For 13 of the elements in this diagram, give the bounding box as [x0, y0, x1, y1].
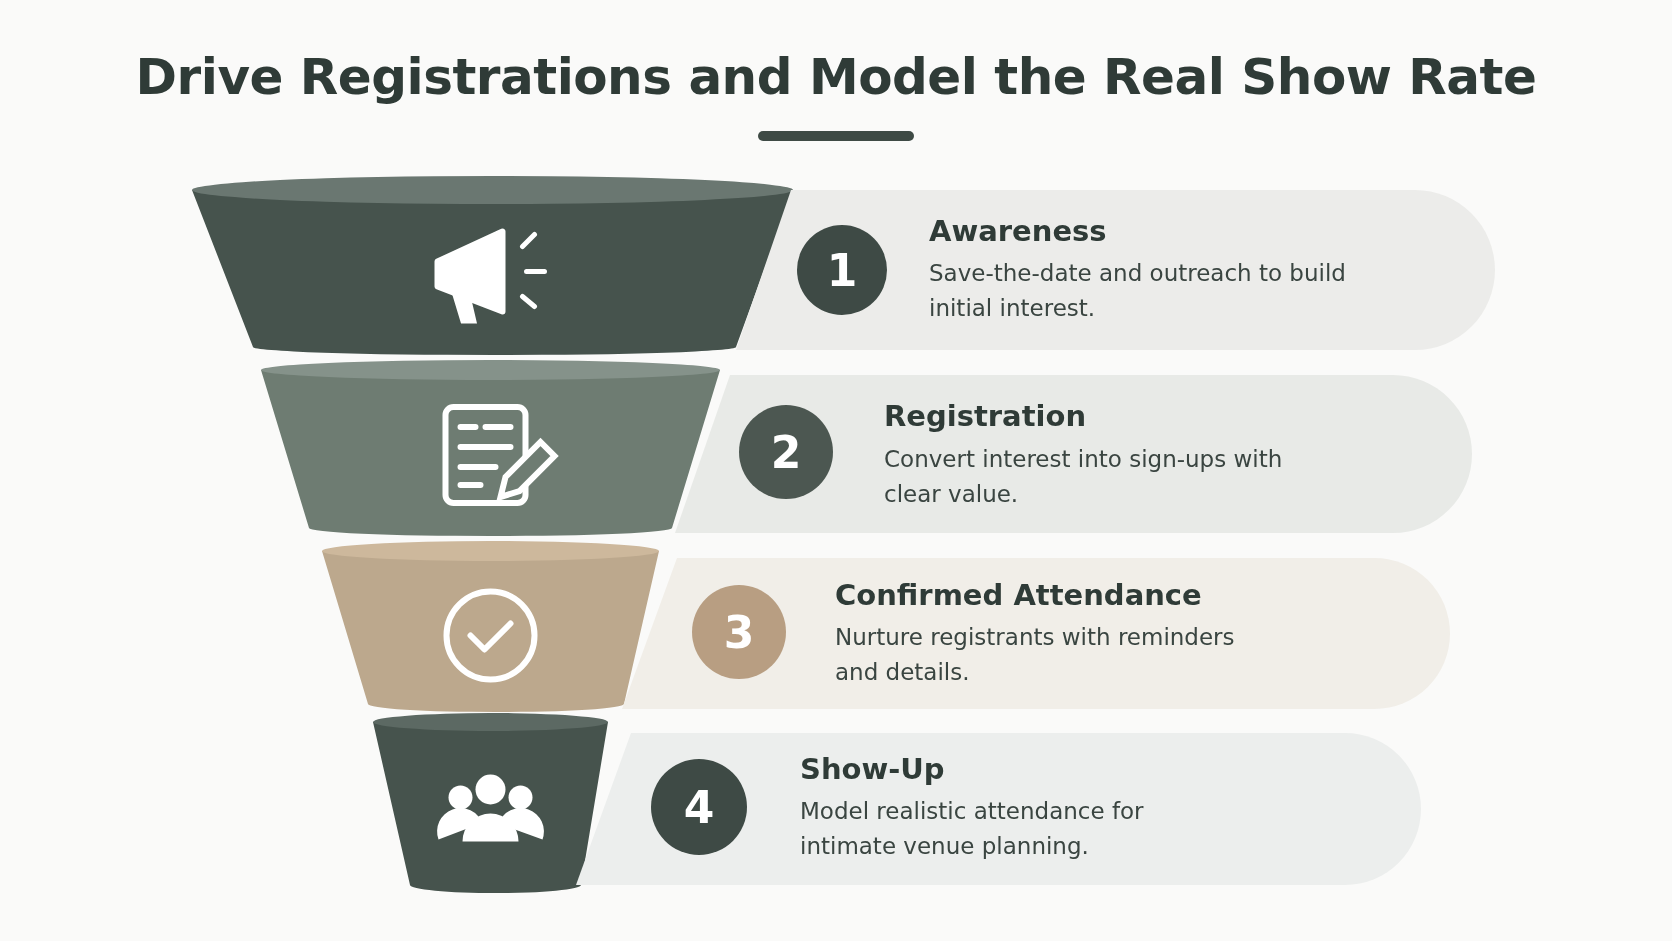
step-card: [736, 190, 1495, 350]
step-heading: Awareness: [929, 214, 1107, 248]
title: Drive Registrations and Model the Real Show Rate: [134, 48, 1538, 106]
step-heading: Registration: [884, 399, 1087, 433]
step-description: Model realistic attendance for intimate venue planning.: [800, 797, 1145, 861]
step-heading: Show-Up: [800, 752, 945, 786]
step-description: Convert interest into sign-ups with clear value.: [884, 445, 1284, 509]
step-description: Save-the-date and outreach to build initial interest.: [929, 259, 1347, 323]
step-card: [576, 733, 1421, 885]
step-description: Nurture registrants with reminders and details.: [835, 623, 1236, 687]
step-heading: Confirmed Attendance: [835, 578, 1202, 612]
step-card: [675, 375, 1472, 533]
step-card: [622, 558, 1450, 709]
